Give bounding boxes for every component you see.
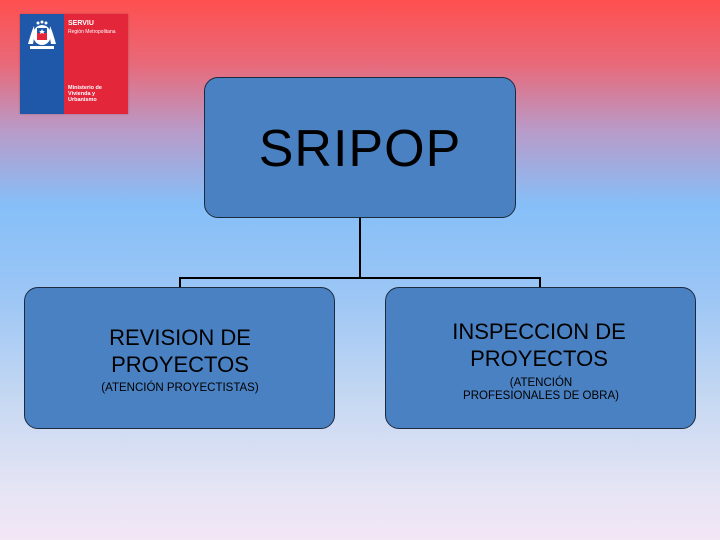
connector-horizontal	[179, 277, 541, 279]
node-subtitle-line: PROFESIONALES DE OBRA)	[463, 390, 619, 402]
logo-serviu-text: SERVIU	[68, 20, 94, 27]
node-subtitle-line: (ATENCIÓN	[509, 377, 573, 389]
org-node-revision: REVISION DE PROYECTOS (ATENCIÓN PROYECTI…	[24, 287, 335, 429]
node-title-line: INSPECCION DE	[452, 319, 626, 344]
connector-root-vertical	[359, 218, 361, 278]
logo-red-panel	[64, 14, 128, 114]
node-subtitle: (ATENCIÓN PROYECTISTAS)	[101, 382, 259, 394]
serviu-logo: SERVIU Región Metropolitana Ministerio d…	[20, 14, 128, 114]
node-subtitle: (ATENCIÓN PROFESIONALES DE OBRA)	[386, 377, 696, 403]
node-title-line: PROYECTOS	[111, 352, 249, 377]
chile-coat-of-arms-icon	[28, 20, 56, 49]
node-title-line: REVISION DE	[109, 325, 251, 350]
logo-ministerio-line: Ministerio de	[68, 85, 102, 91]
node-title: REVISION DE PROYECTOS	[25, 324, 335, 378]
logo-blue-panel	[20, 14, 64, 114]
node-title-line: PROYECTOS	[470, 346, 608, 371]
logo-ministerio-text: Ministerio de Vivienda y Urbanismo	[68, 85, 126, 103]
node-title: INSPECCION DE PROYECTOS	[386, 318, 692, 372]
connector-left-vertical	[179, 277, 181, 288]
root-label: SRIPOP	[258, 120, 462, 178]
logo-region-text: Región Metropolitana	[68, 29, 116, 35]
connector-right-vertical	[539, 277, 541, 288]
logo-ministerio-line: Vivienda y	[68, 90, 96, 97]
logo-ministerio-line: Urbanismo	[68, 96, 97, 103]
org-node-root: SRIPOP	[204, 77, 516, 218]
org-node-inspeccion: INSPECCION DE PROYECTOS (ATENCIÓN PROFES…	[385, 287, 696, 429]
